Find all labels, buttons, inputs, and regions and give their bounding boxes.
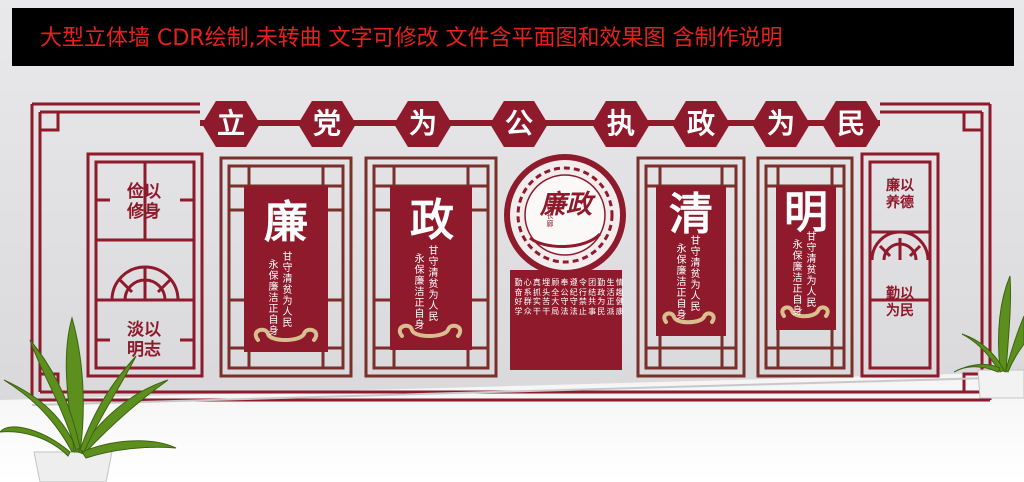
panel-verse-2: 永保廉洁正自身 (414, 254, 425, 331)
center-text-column: 勤政为民 (597, 278, 606, 316)
slogan-char: 立 (216, 107, 245, 140)
left-side-panel (86, 152, 204, 378)
center-text-column: 团结共事 (588, 278, 597, 316)
right-bottom-motto: 勤以为民 (872, 286, 928, 320)
seal-subtitle: 文化长廊 (546, 196, 554, 228)
top-banner: 大型立体墙 CDR绘制,未转曲 文字可修改 文件含平面图和效果图 含制作说明 (12, 8, 1014, 66)
panel-title: 廉 (264, 197, 308, 248)
left-plant (0, 316, 177, 482)
center-text-column: 令行禁止 (578, 278, 587, 316)
right-plant (953, 275, 1024, 399)
left-top-motto: 俭以修身 (114, 182, 174, 222)
right-top-motto-text: 廉以养德 (886, 178, 914, 211)
scroll-ornaments (253, 305, 830, 342)
right-bottom-motto-text: 勤以为民 (886, 286, 914, 319)
center-text-column: 遵纪守法 (569, 278, 578, 316)
slogan-hex: 民 (822, 101, 880, 147)
slogan-hex: 党 (298, 101, 356, 147)
panel-title: 明 (784, 187, 828, 238)
right-top-motto: 廉以养德 (872, 178, 928, 212)
left-top-motto-text: 俭以修身 (127, 182, 161, 222)
slogan-char: 公 (504, 107, 533, 140)
panel-verse-1: 甘守清贫为人民 (690, 236, 701, 313)
center-text-column: 勤奋好学 (514, 278, 523, 316)
left-bottom-motto-text: 淡以明志 (127, 320, 161, 360)
slogan-hex: 立 (202, 101, 260, 147)
slogan-char: 政 (686, 107, 715, 140)
panel-title: 政 (410, 195, 454, 246)
panel-verse-2: 永保廉洁正自身 (676, 244, 687, 321)
panel-verse-2: 永保廉洁正自身 (792, 240, 803, 317)
panel-verse-1: 甘守清贫为人民 (428, 246, 439, 323)
center-text-column: 心系群众 (523, 278, 532, 316)
slogan-char: 民 (836, 107, 865, 140)
center-plaque (510, 270, 622, 370)
center-text-column: 情趣健康 (615, 278, 624, 316)
panel-verse-2: 永保廉洁正自身 (268, 260, 279, 337)
center-text-column: 生活正派 (606, 278, 615, 316)
slogan-hex: 政 (672, 101, 730, 147)
panel-verse-1: 甘守清贫为人民 (282, 252, 293, 329)
seal-title: 廉政 (540, 190, 593, 220)
slogan-hex: 公 (490, 101, 548, 147)
slogan-char: 执 (606, 107, 635, 140)
center-seal-graphic (504, 154, 626, 276)
center-text-column: 奉公守法 (560, 278, 569, 316)
left-bottom-motto: 淡以明志 (114, 320, 174, 360)
panel-plaques (244, 186, 836, 352)
slogan-char: 党 (312, 107, 341, 140)
slogan-hex: 为 (394, 101, 452, 147)
slogan-char: 为 (408, 107, 437, 140)
center-text-column: 真抓实干 (532, 278, 541, 316)
panel-verse-1: 甘守清贫为人民 (806, 232, 817, 309)
slogan-hex: 为 (752, 101, 810, 147)
skirting (31, 377, 991, 406)
slogan-hex: 执 (592, 101, 650, 147)
slogan-char: 为 (766, 107, 795, 140)
center-text-column: 埋头苦干 (542, 278, 551, 316)
center-text-column: 顾全大局 (551, 278, 560, 316)
right-side-panel (860, 152, 940, 378)
banner-text: 大型立体墙 CDR绘制,未转曲 文字可修改 文件含平面图和效果图 含制作说明 (40, 26, 783, 51)
panel-title: 清 (669, 189, 713, 240)
